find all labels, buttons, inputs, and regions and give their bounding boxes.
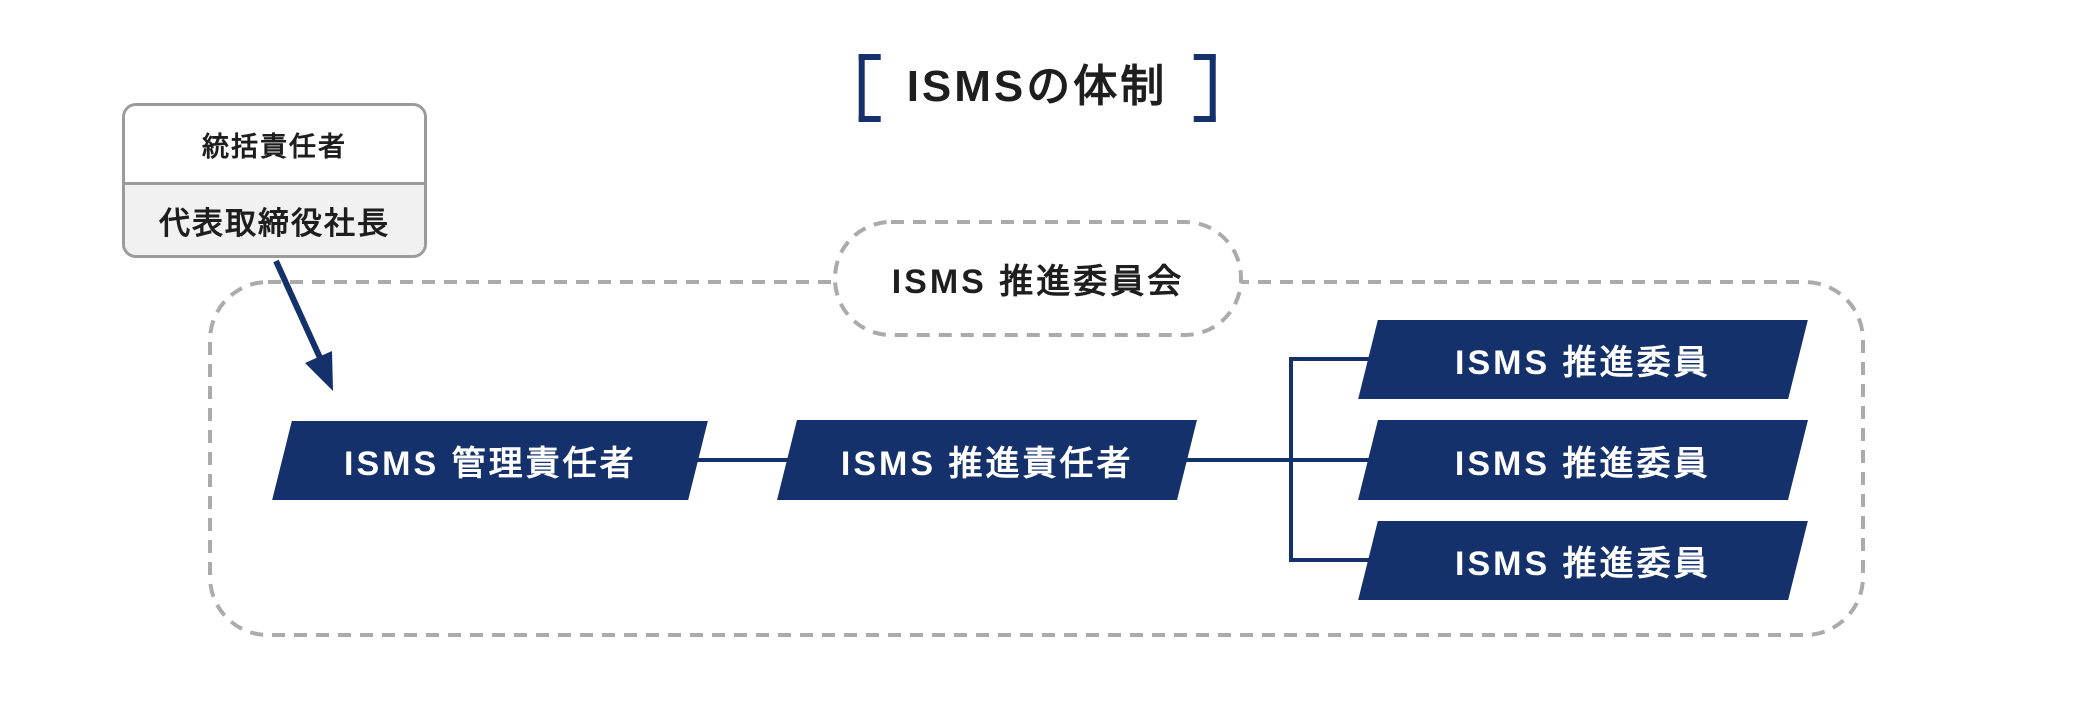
connector-branch-bottom [1289,558,1373,562]
connector-promoter-branch [1184,458,1372,462]
node-isms-promoter: ISMS 推進責任者 [777,420,1197,500]
title-right-bracket-icon [1193,54,1216,122]
node-isms-member-1-label: ISMS 推進委員 [1455,344,1711,382]
leader-name-label: 代表取締役社長 [125,182,424,255]
page-title: ISMSの体制 [858,54,1216,122]
node-isms-member-3: ISMS 推進委員 [1358,521,1808,600]
node-isms-manager-label: ISMS 管理責任者 [343,445,637,483]
committee-pill [833,220,1243,337]
committee-scope-outline [208,280,1865,637]
connector-manager-promoter [692,458,791,462]
node-isms-promoter-label: ISMS 推進責任者 [840,444,1134,483]
node-isms-member-3-label: ISMS 推進委員 [1455,545,1711,583]
node-isms-member-2-label: ISMS 推進委員 [1455,444,1711,483]
committee-pill-label: ISMS 推進委員会 [891,263,1185,301]
page-title-text: ISMSの体制 [906,62,1168,111]
connector-branch-vertical [1289,357,1293,562]
node-isms-member-2: ISMS 推進委員 [1358,420,1808,500]
title-left-bracket-icon [858,54,881,122]
leader-role-label: 統括責任者 [125,106,424,182]
node-isms-member-1: ISMS 推進委員 [1358,320,1808,399]
leader-arrow [273,259,333,391]
node-isms-manager: ISMS 管理責任者 [272,421,708,500]
connector-branch-top [1289,357,1373,361]
leader-box: 統括責任者 代表取締役社長 [122,103,427,258]
